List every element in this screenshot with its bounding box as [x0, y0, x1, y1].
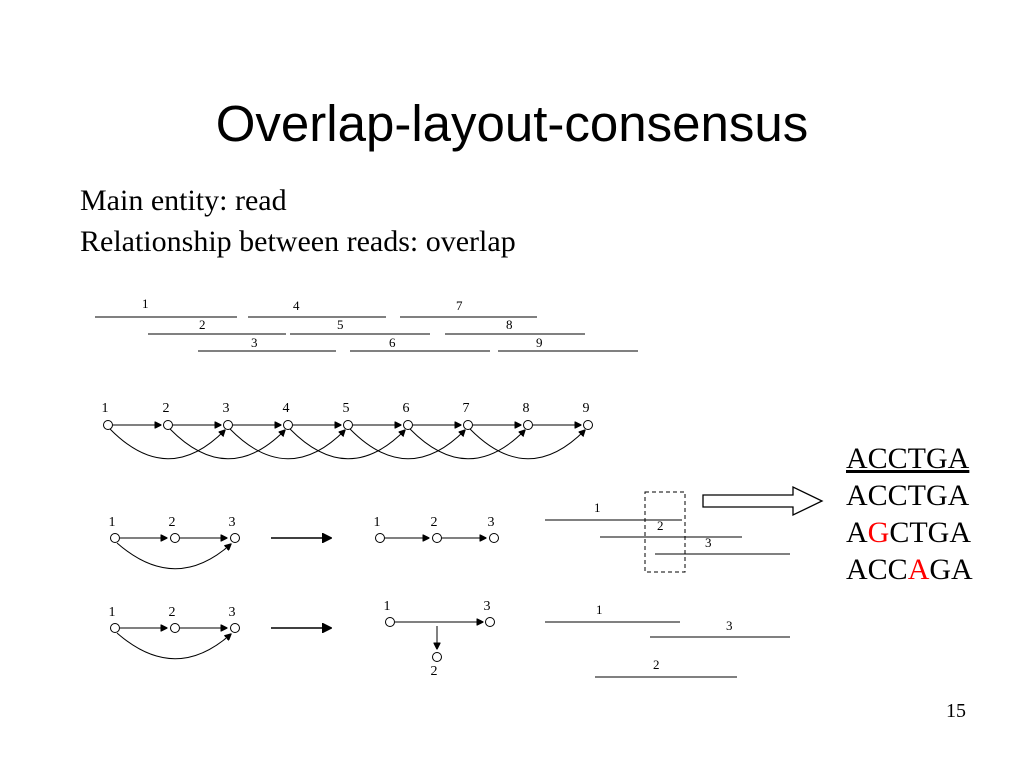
node-label: 3	[229, 605, 236, 620]
graph-node	[230, 533, 240, 543]
node-label: 2	[431, 664, 438, 679]
overlap-graph: 1 2 3 4 5 6 7 8 9	[102, 401, 593, 460]
node-label: 1	[102, 401, 109, 416]
node-label: 2	[163, 401, 170, 416]
node-label: 8	[523, 401, 530, 416]
graph-node	[583, 420, 593, 430]
segment-label: 1	[596, 602, 603, 617]
segment-label: 4	[293, 298, 300, 313]
segment-label: 2	[653, 657, 660, 672]
graph-node	[110, 623, 120, 633]
example-bottom-reads: 1 3 2	[545, 602, 790, 678]
column-highlight-box	[644, 491, 686, 573]
segment-label: 8	[506, 317, 513, 332]
graph-node	[110, 533, 120, 543]
page-number: 15	[946, 700, 966, 722]
graph-node	[343, 420, 353, 430]
graph-node	[103, 420, 113, 430]
segment-label: 3	[705, 535, 712, 550]
seq-text: A	[846, 516, 868, 549]
node-label: 3	[223, 401, 230, 416]
example-top-graph: 1 2 3 1 2 3	[109, 515, 499, 570]
segment-label: 2	[657, 518, 664, 533]
node-label: 4	[283, 401, 290, 416]
seq-mismatch: G	[867, 516, 890, 549]
segment-label: 9	[536, 335, 543, 350]
node-label: 1	[384, 599, 391, 614]
node-label: 1	[109, 515, 116, 530]
node-label: 3	[488, 515, 495, 530]
seq-mismatch: A	[907, 553, 930, 586]
overlap-arc	[116, 542, 231, 570]
slide-title: Overlap-layout-consensus	[215, 95, 809, 152]
graph-node	[163, 420, 173, 430]
body-line-2: Relationship between reads: overlap	[80, 225, 516, 258]
consensus-arrow	[702, 485, 824, 517]
seq-text: ACCTGA	[846, 442, 970, 475]
overlap-arc	[109, 428, 225, 460]
graph-node	[432, 652, 442, 662]
slide-body: Main entity: read Relationship between r…	[80, 180, 516, 262]
overlap-arc	[289, 428, 405, 460]
consensus-row: ACCTGA	[846, 477, 973, 514]
segment-label: 1	[142, 296, 149, 311]
graph-node	[385, 617, 395, 627]
graph-node	[230, 623, 240, 633]
consensus-block: ACCTGA ACCTGA AGCTGA ACCAGA	[846, 440, 973, 588]
graph-node	[170, 623, 180, 633]
example-bottom-graph: 1 2 3 1 3 2	[109, 599, 495, 679]
graph-node	[489, 533, 499, 543]
segment-label: 5	[337, 317, 344, 332]
node-label: 9	[583, 401, 590, 416]
consensus-row: AGCTGA	[846, 514, 973, 551]
seq-text: CTGA	[889, 516, 972, 549]
seq-text: ACC	[846, 553, 908, 586]
overlap-arc	[349, 428, 465, 460]
segment-label: 3	[251, 335, 258, 350]
overlap-arc	[469, 428, 585, 460]
node-label: 7	[463, 401, 470, 416]
graph-node	[463, 420, 473, 430]
consensus-row: ACCTGA	[846, 440, 973, 477]
overlap-arc	[116, 632, 231, 660]
graph-node	[283, 420, 293, 430]
graph-node	[223, 420, 233, 430]
node-label: 2	[169, 515, 176, 530]
node-label: 3	[229, 515, 236, 530]
graph-node	[403, 420, 413, 430]
example-top-reads: 1 2 3	[545, 485, 824, 573]
node-label: 2	[431, 515, 438, 530]
graph-node	[375, 533, 385, 543]
reads-layout: 1 4 7 2 5 8 3 6 9	[95, 296, 638, 352]
graph-node	[170, 533, 180, 543]
seq-text: ACCTGA	[846, 479, 970, 512]
segment-label: 1	[594, 500, 601, 515]
consensus-row: ACCAGA	[846, 551, 973, 588]
graph-node	[523, 420, 533, 430]
node-label: 2	[169, 605, 176, 620]
graph-node	[432, 533, 442, 543]
node-label: 1	[374, 515, 381, 530]
node-label: 5	[343, 401, 350, 416]
segment-label: 6	[389, 335, 396, 350]
seq-text: GA	[929, 553, 973, 586]
segment-label: 7	[456, 298, 463, 313]
body-line-1: Main entity: read	[80, 184, 287, 217]
node-label: 1	[109, 605, 116, 620]
segment-label: 3	[726, 618, 733, 633]
overlap-arc	[229, 428, 345, 460]
node-label: 6	[403, 401, 410, 416]
overlap-arc	[169, 428, 285, 460]
segment-label: 2	[199, 317, 206, 332]
node-label: 3	[484, 599, 491, 614]
graph-node	[485, 617, 495, 627]
overlap-arc	[409, 428, 525, 460]
